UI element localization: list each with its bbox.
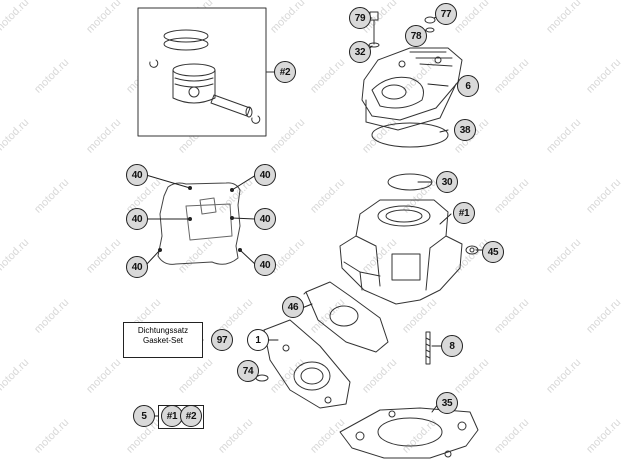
callout-77[interactable]: 77 — [435, 3, 457, 25]
cylinder-head-bolt-drawing — [369, 11, 379, 45]
callout-1[interactable]: 1 — [247, 329, 269, 351]
callout-8[interactable]: 8 — [441, 335, 463, 357]
piston-drawing — [172, 63, 216, 104]
callout-74[interactable]: 74 — [237, 360, 259, 382]
gasket-kit-box: Dichtungssatz Gasket-Set — [123, 322, 203, 358]
base-gasket-outline — [157, 182, 241, 265]
callout-35[interactable]: 35 — [436, 392, 458, 414]
callout-group-2[interactable]: #2 — [180, 405, 202, 427]
callout-78[interactable]: 78 — [405, 25, 427, 47]
exhaust-gasket-drawing — [303, 281, 389, 353]
callout-45[interactable]: 45 — [482, 241, 504, 263]
plug-drawing — [465, 245, 479, 255]
exhaust-flange-drawing — [263, 319, 351, 409]
piston-clips-drawing — [149, 59, 261, 124]
callout-38[interactable]: 38 — [454, 119, 476, 141]
callout-40-top-left[interactable]: 40 — [126, 164, 148, 186]
head-o-ring-drawing — [371, 122, 449, 148]
piston-pin-drawing — [210, 94, 253, 118]
callout-assembly-1[interactable]: #1 — [453, 202, 475, 224]
callout-40-bottom-right[interactable]: 40 — [254, 254, 276, 276]
cylinder-o-ring-drawing — [387, 173, 433, 191]
callout-30[interactable]: 30 — [436, 171, 458, 193]
stud-drawing — [425, 331, 431, 365]
callout-5[interactable]: 5 — [133, 405, 155, 427]
leader-lines-40 — [145, 174, 257, 266]
callout-32[interactable]: 32 — [349, 41, 371, 63]
callout-46[interactable]: 46 — [282, 296, 304, 318]
piston-kit-frame — [137, 7, 267, 137]
piston-rings-drawing — [163, 29, 209, 51]
callout-40-mid-right[interactable]: 40 — [254, 208, 276, 230]
cylinder-drawing — [339, 199, 463, 305]
callout-97[interactable]: 97 — [211, 329, 233, 351]
leader-dots-40 — [158, 186, 242, 252]
cylinder-head-drawing — [361, 47, 463, 131]
gasket-kit-label-de: Dichtungssatz — [137, 326, 189, 335]
callout-assembly-2[interactable]: #2 — [274, 61, 296, 83]
callout-40-bottom-left[interactable]: 40 — [126, 256, 148, 278]
callout-40-mid-left[interactable]: 40 — [126, 208, 148, 230]
gasket-kit-label-en: Gasket-Set — [142, 336, 183, 345]
cylinder-base-gasket-drawing — [339, 407, 479, 459]
callout-79[interactable]: 79 — [349, 7, 371, 29]
callout-40-top-right[interactable]: 40 — [254, 164, 276, 186]
callout-6[interactable]: 6 — [457, 75, 479, 97]
